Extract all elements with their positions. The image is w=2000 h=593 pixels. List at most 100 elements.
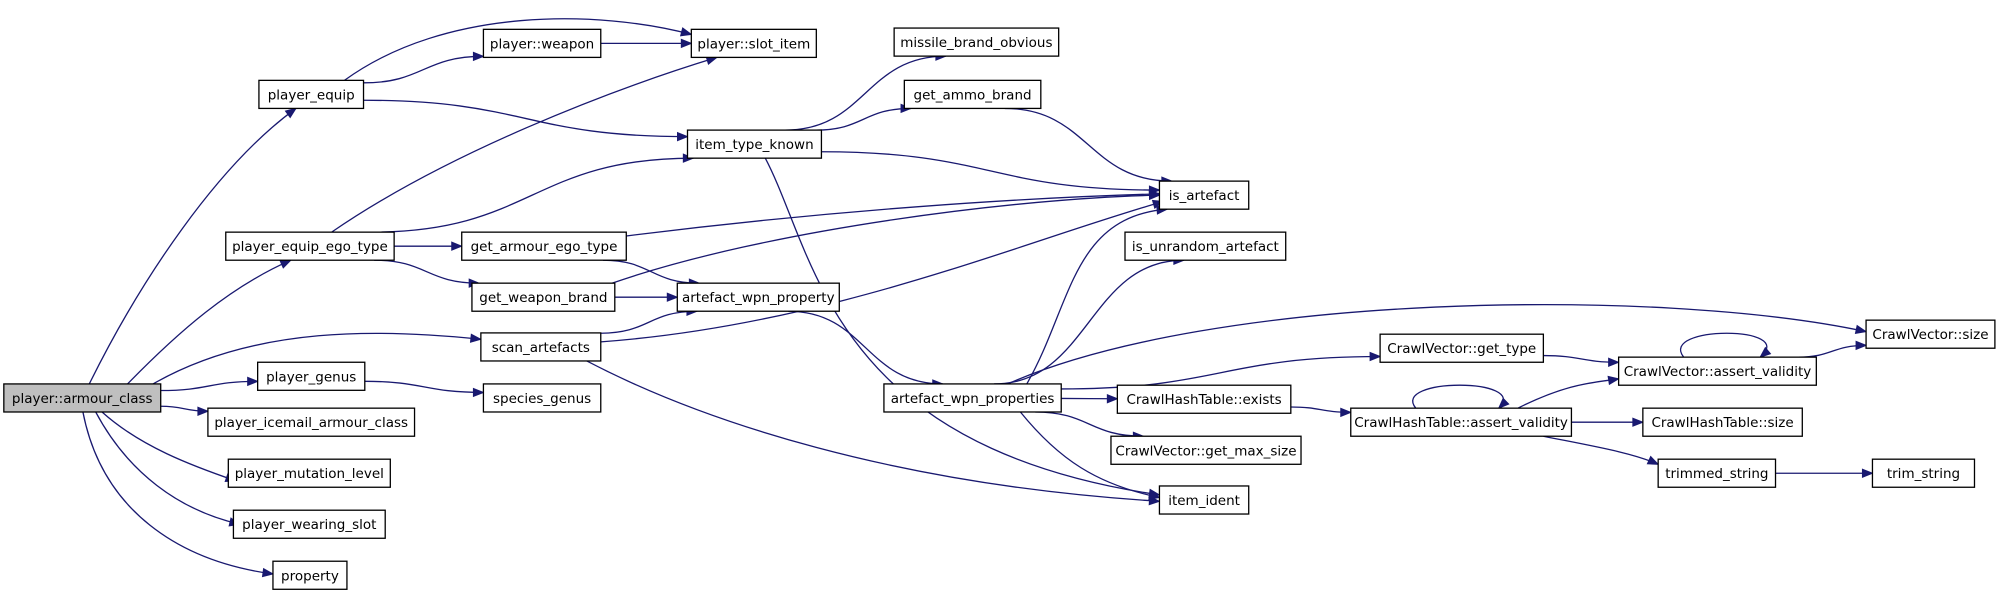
- node-player-icemail-armour-class[interactable]: player_icemail_armour_class: [207, 407, 416, 437]
- edge-artefact-wpn-properties-to-is-artefact-line: [1026, 208, 1168, 385]
- node-item-ident[interactable]: item_ident: [1158, 485, 1250, 515]
- node-player-genus-box: [257, 361, 366, 391]
- node-is-unrandom-artefact-box: [1124, 231, 1287, 261]
- edge-crawlhashtable-exists-to-crawlhashtable-assert-validity-arrowhead: [1340, 407, 1353, 418]
- node-player-wearing-slot-label: player_wearing_slot: [242, 517, 376, 533]
- node-crawlhashtable-size[interactable]: CrawlHashTable::size: [1642, 407, 1803, 437]
- node-player-slot-item-box: [690, 28, 817, 59]
- node-is-unrandom-artefact-label: is_unrandom_artefact: [1132, 239, 1279, 255]
- edge-crawlhashtable-assert-validity-to-trimmed-string-line: [1543, 435, 1659, 465]
- node-player-equip-ego-type[interactable]: player_equip_ego_type: [225, 231, 395, 261]
- edge-player-equip-to-player-slot-item-line: [344, 18, 692, 81]
- edge-artefact-wpn-properties-to-crawlvector-get-max-size-line: [1035, 411, 1144, 437]
- edge-artefact-wpn-properties-to-crawlvector-size-arrowhead: [1854, 324, 1868, 335]
- edge-crawlhashtable-assert-validity-to-crawlhashtable-assert-validity-line: [1412, 384, 1504, 409]
- edge-player-weapon-to-player-slot-item-arrowhead: [680, 38, 693, 49]
- edge-artefact-wpn-properties-to-is-unrandom-artefact: [994, 255, 1186, 385]
- node-player-mutation-level[interactable]: player_mutation_level: [227, 458, 391, 488]
- node-get-weapon-brand[interactable]: get_weapon_brand: [471, 282, 616, 312]
- node-get-ammo-brand-label: get_ammo_brand: [914, 87, 1032, 103]
- node-artefact-wpn-property[interactable]: artefact_wpn_property: [676, 282, 840, 312]
- node-crawlvector-get-max-size-label: CrawlVector::get_max_size: [1115, 443, 1296, 459]
- node-item-ident-box: [1158, 485, 1250, 515]
- node-species-genus[interactable]: species_genus: [482, 383, 602, 413]
- edge-get-weapon-brand-to-artefact-wpn-property-arrowhead: [666, 292, 679, 302]
- node-crawlhashtable-exists[interactable]: CrawlHashTable::exists: [1116, 384, 1292, 414]
- edge-crawlvector-assert-validity-to-crawlvector-size-arrowhead: [1855, 340, 1868, 351]
- node-crawlvector-size-box: [1865, 319, 1996, 349]
- node-trimmed-string[interactable]: trimmed_string: [1657, 458, 1777, 488]
- node-player-icemail-armour-class-label: player_icemail_armour_class: [214, 415, 408, 431]
- node-get-armour-ego-type[interactable]: get_armour_ego_type: [461, 231, 627, 261]
- node-species-genus-label: species_genus: [493, 391, 591, 407]
- node-player-wearing-slot[interactable]: player_wearing_slot: [232, 509, 386, 539]
- edge-crawlhashtable-assert-validity-to-crawlhashtable-size-arrowhead: [1632, 417, 1645, 427]
- node-player-weapon-box: [482, 28, 602, 59]
- node-property[interactable]: property: [272, 560, 348, 590]
- node-player-slot-item[interactable]: player::slot_item: [690, 28, 817, 59]
- edge-crawlhashtable-assert-validity-to-trimmed-string: [1543, 435, 1660, 465]
- edge-root-to-player-genus: [160, 376, 259, 392]
- node-player-weapon-label: player::weapon: [490, 36, 594, 52]
- edge-crawlhashtable-assert-validity-to-trimmed-string-arrowhead: [1646, 455, 1660, 465]
- node-crawlhashtable-size-box: [1642, 407, 1803, 437]
- node-scan-artefacts[interactable]: scan_artefacts: [480, 332, 602, 362]
- node-item-type-known-box: [686, 129, 823, 159]
- edge-crawlvector-assert-validity-to-crawlvector-assert-validity: [1680, 332, 1772, 359]
- node-crawlhashtable-assert-validity-label: CrawlHashTable::assert_validity: [1354, 415, 1568, 431]
- node-player-equip-ego-type-label: player_equip_ego_type: [232, 239, 388, 255]
- node-player-genus-label: player_genus: [266, 369, 356, 385]
- edge-crawlhashtable-assert-validity-to-crawlhashtable-size: [1571, 417, 1645, 427]
- node-is-artefact[interactable]: is_artefact: [1158, 180, 1250, 210]
- edge-root-to-player-icemail-armour-class-arrowhead: [197, 406, 210, 416]
- edge-crawlvector-assert-validity-to-crawlvector-assert-validity-arrowhead: [1759, 346, 1772, 359]
- node-is-unrandom-artefact[interactable]: is_unrandom_artefact: [1124, 231, 1287, 261]
- edge-player-equip-ego-type-to-item-type-known-line: [371, 157, 694, 233]
- edge-artefact-wpn-properties-to-item-ident: [1019, 411, 1161, 500]
- edge-root-to-player-genus-line: [160, 380, 258, 392]
- node-get-weapon-brand-label: get_weapon_brand: [479, 290, 607, 306]
- edge-crawlvector-assert-validity-to-crawlvector-assert-validity-line: [1680, 332, 1768, 358]
- node-property-box: [272, 560, 348, 590]
- node-player-weapon[interactable]: player::weapon: [482, 28, 602, 59]
- node-get-ammo-brand[interactable]: get_ammo_brand: [903, 79, 1042, 110]
- node-crawlvector-get-max-size[interactable]: CrawlVector::get_max_size: [1110, 435, 1302, 465]
- edge-player-equip-to-item-type-known-arrowhead: [677, 131, 689, 142]
- node-artefact-wpn-property-label: artefact_wpn_property: [682, 290, 835, 306]
- node-crawlvector-assert-validity[interactable]: CrawlVector::assert_validity: [1617, 356, 1817, 386]
- edge-artefact-wpn-properties-to-crawlhashtable-exists: [1061, 394, 1119, 404]
- edge-player-genus-to-species-genus: [364, 380, 485, 398]
- node-player-equip-box: [258, 79, 365, 110]
- edge-player-genus-to-species-genus-arrowhead: [472, 387, 485, 398]
- node-player-genus[interactable]: player_genus: [257, 361, 366, 391]
- edge-layer: [82, 18, 1874, 578]
- edge-crawlvector-get-type-to-crawlvector-assert-validity: [1543, 354, 1620, 368]
- edge-player-equip-ego-type-to-get-weapon-brand-line: [374, 259, 480, 284]
- node-crawlvector-size[interactable]: CrawlVector::size: [1865, 319, 1996, 349]
- edge-artefact-wpn-property-to-artefact-wpn-properties-line: [788, 310, 943, 385]
- node-player-equip-label: player_equip: [268, 87, 355, 103]
- edge-player-equip-to-item-type-known-line: [363, 99, 688, 138]
- node-trimmed-string-box: [1657, 458, 1777, 488]
- node-crawlhashtable-assert-validity[interactable]: CrawlHashTable::assert_validity: [1350, 407, 1573, 437]
- edge-root-to-property: [82, 411, 275, 578]
- node-player-slot-item-label: player::slot_item: [697, 36, 810, 52]
- node-item-type-known[interactable]: item_type_known: [686, 129, 823, 159]
- node-crawlvector-get-type[interactable]: CrawlVector::get_type: [1379, 333, 1545, 363]
- node-missile-brand-obvious[interactable]: missile_brand_obvious: [893, 27, 1060, 57]
- node-root-label: player::armour_class: [12, 391, 153, 407]
- node-species-genus-box: [482, 383, 602, 413]
- edge-player-equip-to-item-type-known: [363, 99, 689, 142]
- node-scan-artefacts-box: [480, 332, 602, 362]
- node-player-mutation-level-box: [227, 458, 391, 488]
- edge-item-type-known-to-item-ident: [764, 157, 1161, 499]
- node-artefact-wpn-properties[interactable]: artefact_wpn_properties: [883, 383, 1062, 413]
- edge-item-type-known-to-is-artefact-line: [821, 151, 1160, 191]
- node-trim-string[interactable]: trim_string: [1871, 458, 1976, 488]
- node-player-mutation-level-label: player_mutation_level: [235, 466, 384, 482]
- edge-crawlhashtable-assert-validity-to-crawlvector-assert-validity-arrowhead: [1607, 375, 1620, 386]
- edge-player-equip-ego-type-to-player-slot-item: [331, 55, 719, 233]
- edge-get-ammo-brand-to-is-artefact: [1004, 107, 1174, 186]
- node-root[interactable]: player::armour_class: [3, 383, 162, 413]
- node-player-equip[interactable]: player_equip: [258, 79, 365, 110]
